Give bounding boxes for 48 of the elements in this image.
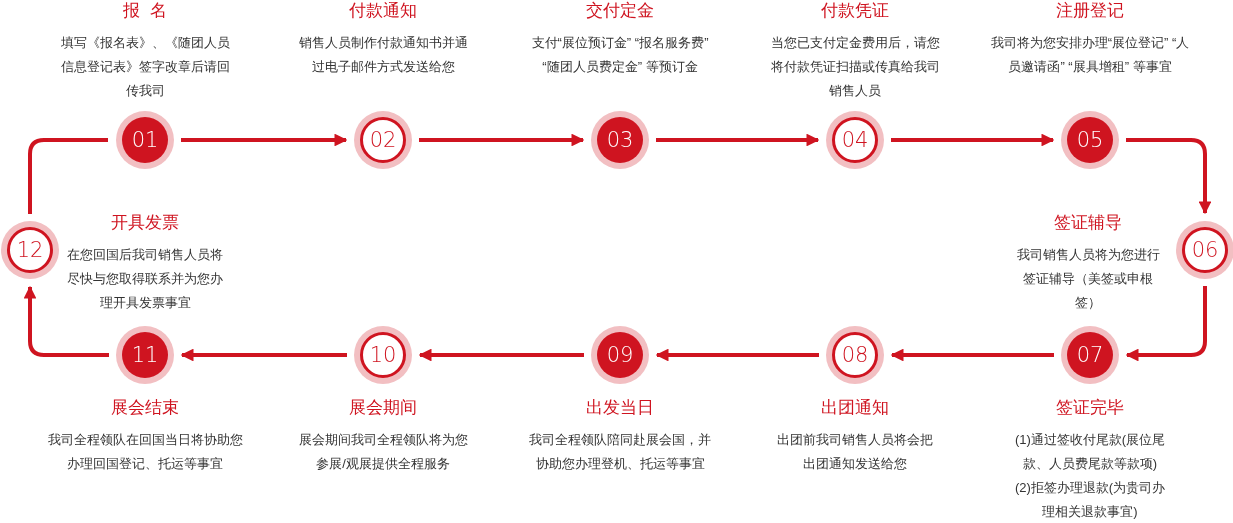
- step-description: 展会期间我司全程领队将为您参展/观展提供全程服务: [297, 431, 469, 473]
- step-title: 签证完毕: [1056, 397, 1124, 419]
- step-description: 当您已支付定金费用后，请您将付款凭证扫描或传真给我司销售人员: [769, 34, 941, 100]
- step-number: 10: [369, 344, 397, 366]
- step-number: 06: [1191, 239, 1219, 261]
- arrow: [180, 348, 347, 362]
- step-number: 08: [841, 344, 869, 366]
- step-title: 注册登记: [1056, 0, 1124, 22]
- step-description: (2)拒签办理退款(为贵司办理相关退款事宜): [1013, 479, 1167, 521]
- step-title: 付款凭证: [821, 0, 889, 22]
- step-title: 签证辅导: [1054, 212, 1122, 234]
- step-number: 05: [1076, 129, 1104, 151]
- step-number: 04: [841, 129, 869, 151]
- step-title: 展会结束: [111, 397, 179, 419]
- step-number: 11: [131, 344, 159, 366]
- step-description: 我司销售人员将为您进行签证辅导（美签或申根签）: [1015, 246, 1161, 312]
- step-description: 出团前我司销售人员将会把出团通知发送给您: [776, 431, 934, 473]
- step-description: (1)通过签收付尾款(展位尾款、人员费尾款等款项): [1013, 431, 1167, 473]
- step-title: 报 名: [123, 0, 167, 22]
- arrow: [890, 348, 1054, 362]
- arrow: [419, 133, 585, 147]
- step-description: 支付“展位预订金” “报名服务费” “随团人员费定金” 等预订金: [530, 34, 710, 76]
- step-description: 我司全程领队陪同赴展会国，并协助您办理登机、托运等事宜: [528, 431, 712, 473]
- step-number: 02: [369, 129, 397, 151]
- arrow: [1126, 138, 1212, 215]
- step-title: 出团通知: [821, 397, 889, 419]
- arrow: [181, 133, 348, 147]
- step-title: 出发当日: [586, 397, 654, 419]
- arrow: [23, 285, 109, 357]
- step-description: 我司全程领队在回国当日将协助您办理回国登记、托运等事宜: [46, 431, 244, 473]
- step-number: 07: [1076, 344, 1104, 366]
- step-description: 销售人员制作付款通知书并通过电子邮件方式发送给您: [297, 34, 469, 76]
- step-description: 填写《报名表》、《随团人员信息登记表》签字改章后请回传我司: [59, 34, 231, 100]
- arrow: [1125, 286, 1207, 362]
- step-title: 开具发票: [111, 212, 179, 234]
- arrow: [891, 133, 1055, 147]
- step-title: 付款通知: [349, 0, 417, 22]
- arrow: [655, 348, 819, 362]
- step-title: 交付定金: [586, 0, 654, 22]
- step-title: 展会期间: [349, 397, 417, 419]
- step-number: 01: [131, 129, 159, 151]
- step-description: 在您回国后我司销售人员将尽快与您取得联系并为您办理开具发票事宜: [66, 246, 224, 312]
- arrow: [656, 133, 820, 147]
- step-description: 我司将为您安排办理“展位登记” “人员邀请函” “展具增租” 等事宜: [989, 34, 1191, 76]
- arrow: [418, 348, 584, 362]
- step-number: 09: [606, 344, 634, 366]
- step-number: 03: [606, 129, 634, 151]
- step-number: 12: [16, 239, 44, 261]
